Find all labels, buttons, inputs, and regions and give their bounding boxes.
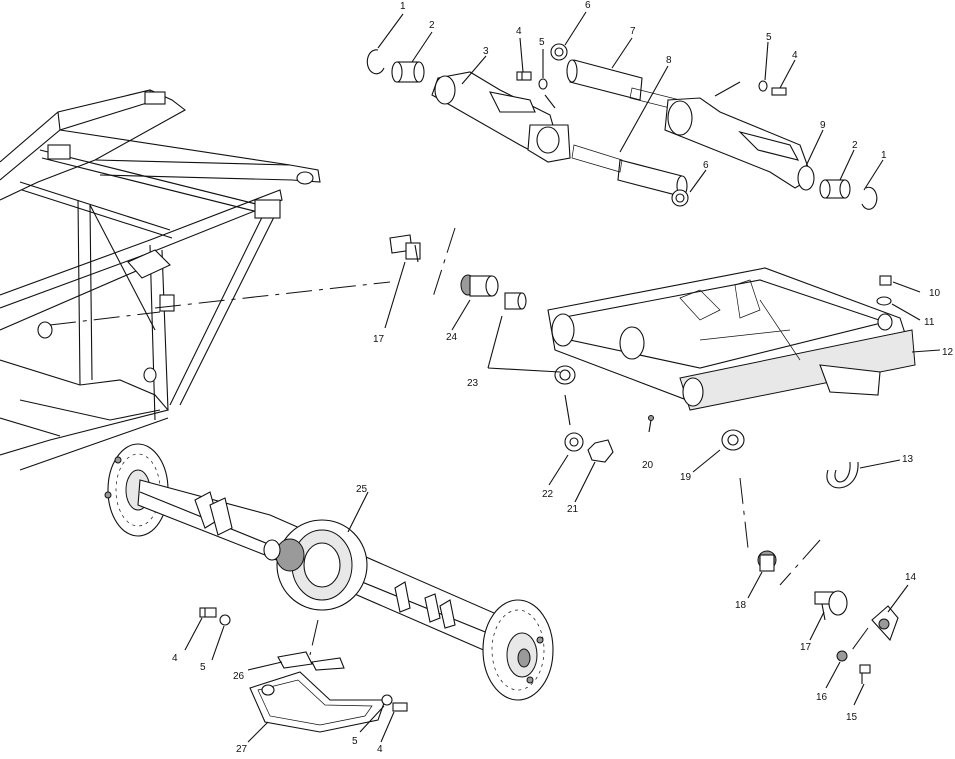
nut-upper [550,43,568,61]
spacer-24 [460,274,499,297]
pivot-arm-left [431,71,571,163]
callout-6: 6 [585,0,591,11]
pivot-shaft-upper [566,59,681,111]
rear-swing-arm-frame [547,267,916,411]
callout-5-bottom: 5 [352,736,358,747]
callout-labels: 1 2 3 4 5 6 7 8 9 10 11 12 13 14 15 16 1… [172,0,954,755]
callout-2: 2 [429,20,435,31]
bolt-bottom [392,702,408,712]
skid-plate-27 [249,671,386,733]
washer-lower-left [219,614,231,626]
callout-6-lower: 6 [703,160,709,171]
washer-22 [564,432,584,452]
pivot-bolt-lower [814,590,848,621]
callout-4-upper-right: 4 [792,50,798,61]
callout-15: 15 [846,712,858,723]
washer-upper-left [538,78,548,90]
cap-14 [871,605,899,642]
washer-11 [876,296,892,306]
callout-27: 27 [236,744,248,754]
callout-17-right: 17 [800,642,812,653]
nut-16 [836,650,848,662]
callout-21: 21 [567,504,579,515]
screw-20 [648,415,654,421]
callout-19: 19 [680,472,692,483]
bolt-15 [859,664,871,684]
callout-17: 17 [373,334,385,345]
bolt-upper-right [771,87,787,96]
callout-4-lower-left: 4 [172,653,178,664]
callout-7: 7 [630,26,636,37]
hose-13-inner [834,461,851,483]
pivot-shaft-group [366,43,878,210]
callout-3: 3 [483,46,489,57]
callout-1-right: 1 [881,150,887,161]
vehicle-frame [0,89,321,471]
callout-5-upper-right: 5 [766,32,772,43]
washer-upper-right [758,80,768,92]
callout-26: 26 [233,671,245,682]
callout-9: 9 [820,120,826,131]
callout-4: 4 [516,26,522,37]
pivot-bolt-upper [389,234,421,263]
nut-21 [587,439,614,463]
bolt-lower-left [199,607,217,618]
bolt-upper-left [516,71,532,81]
nut-10 [879,275,892,286]
callout-14: 14 [905,572,917,583]
callout-12: 12 [942,347,954,358]
callout-2-right: 2 [852,140,858,151]
washer-bottom [381,694,393,706]
pivot-arm-right [664,97,815,191]
leader-lines [184,11,941,743]
snap-ring-right [861,186,878,210]
callout-16: 16 [816,692,828,703]
bushing-right [819,179,851,199]
nut-lower [671,189,689,207]
callout-5: 5 [539,37,545,48]
bushing-left [391,61,425,83]
spacer-18 [757,550,777,572]
snap-ring-left [366,49,385,75]
decal-26 [277,651,345,671]
callout-8: 8 [666,55,672,66]
callout-24: 24 [446,332,458,343]
callout-23: 23 [467,378,479,389]
rear-axle-assembly [104,443,554,701]
callout-5-lower-left: 5 [200,662,206,673]
pivot-shaft-lower [571,144,688,197]
callout-25: 25 [356,484,368,495]
hose-13 [826,461,859,489]
callout-22: 22 [542,489,554,500]
callout-10: 10 [929,288,941,299]
callout-4-bottom: 4 [377,744,383,754]
bushing-23-lower [554,365,576,385]
callout-13: 13 [902,454,914,465]
callout-11: 11 [924,317,935,328]
bushing-23-upper [504,292,527,310]
callout-18: 18 [735,600,747,611]
callout-20: 20 [642,460,654,471]
callout-1: 1 [400,1,406,12]
bushing-19 [721,429,745,451]
